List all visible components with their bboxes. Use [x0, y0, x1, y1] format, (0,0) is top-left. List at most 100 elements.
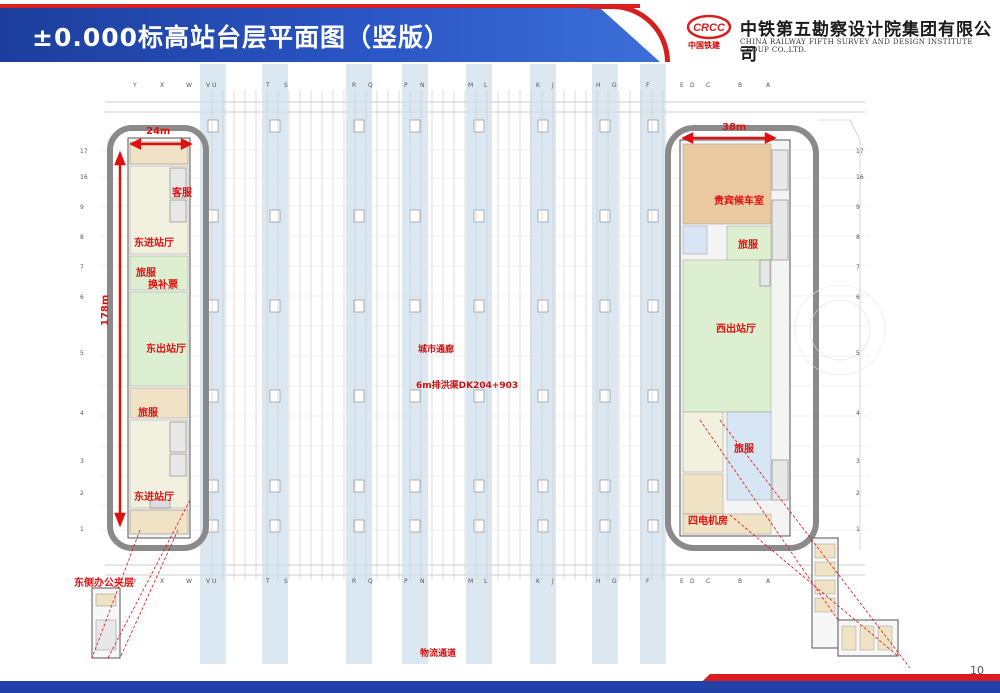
platform-stair [269, 389, 281, 403]
platform-strip [640, 64, 666, 664]
axis-label-side: 3 [80, 458, 84, 465]
axis-label-top: D [690, 578, 695, 585]
axis-label-side: 3 [856, 458, 860, 465]
city-corridor-label: 城市通廊 [418, 345, 455, 355]
platform-stair [473, 119, 485, 133]
axis-label-top: W [186, 578, 192, 585]
company-name-cn: 中铁第五勘察设计院集团有限公司 [740, 20, 992, 65]
axis-label-top: L [484, 578, 488, 585]
dimension-arrows [114, 131, 777, 528]
platform-stair [647, 209, 659, 223]
axis-label-side: 9 [80, 204, 84, 211]
axis-label-top: X [160, 578, 165, 585]
platform-strip [346, 64, 372, 664]
east-office-mezzanine-label: 东侧办公夹层 [74, 578, 134, 589]
axis-label-top: E [680, 578, 684, 585]
east-travel-service-2-label: 旅服 [138, 408, 158, 419]
company-name-en: CHINA RAILWAY FIFTH SURVEY AND DESIGN IN… [740, 38, 973, 54]
platform-stair [537, 119, 549, 133]
axis-label-side: 5 [856, 350, 860, 357]
axis-label-side: 16 [80, 174, 88, 181]
platform-stair [269, 479, 281, 493]
axis-label-top: D [690, 82, 695, 89]
east-office-annex [91, 587, 121, 659]
platform-stair [207, 299, 219, 313]
axis-label-top: R [352, 82, 357, 89]
axis-label-top: T [266, 82, 270, 89]
east-entry-hall-north-label: 东进站厅 [134, 238, 174, 249]
platform-stair [599, 119, 611, 133]
axis-label-top: Y [133, 578, 137, 585]
west-equipment-room-label: 四电机房 [688, 516, 728, 527]
axis-label-top: B [738, 578, 743, 585]
platform-stair [409, 479, 421, 493]
axis-label-side: 1 [80, 526, 84, 533]
axis-label-top: J [552, 578, 554, 585]
axis-label-side: 17 [856, 148, 864, 155]
axis-label-top: G [612, 578, 617, 585]
axis-label-top: Q [368, 578, 373, 585]
axis-label-top: N [420, 578, 425, 585]
axis-label-top: H [596, 578, 601, 585]
platform-stair [409, 299, 421, 313]
page-title: ±0.000标高站台层平面图（竖版） [32, 23, 451, 52]
east-ticket-transfer-label: 换补票 [148, 280, 178, 291]
west-exit-hall-label: 西出站厅 [716, 324, 756, 335]
length-label: 178m [100, 294, 111, 326]
axis-label-side: 8 [856, 234, 860, 241]
axis-label-top: F [646, 82, 650, 89]
platform-stair [473, 299, 485, 313]
east-service-label: 客服 [172, 188, 192, 199]
platform-stair [269, 519, 281, 533]
axis-label-side: 4 [80, 410, 84, 417]
east-travel-service-1-label: 旅服 [136, 268, 156, 279]
floor-plan-svg [91, 64, 911, 669]
logo-text: CRCC [693, 22, 726, 34]
axis-label-top: A [766, 82, 771, 89]
east-entry-hall-south-label: 东进站厅 [134, 492, 174, 503]
platform-stair [353, 479, 365, 493]
axis-label-side: 7 [856, 264, 860, 271]
platform-stair [353, 299, 365, 313]
axis-label-top: V [206, 82, 211, 89]
platform-stair [409, 209, 421, 223]
west-travel-service-2-label: 旅服 [734, 444, 754, 455]
axis-label-top: S [284, 82, 288, 89]
platform-stair [537, 389, 549, 403]
drainage-channel-label: 6m排洪渠DK204+903 [416, 381, 519, 391]
platform-stair [269, 209, 281, 223]
platform-stair [647, 389, 659, 403]
axis-label-top: V [206, 578, 211, 585]
platform-stair [207, 479, 219, 493]
platform-stair [599, 209, 611, 223]
axis-label-top: W [186, 82, 192, 89]
platform-stair [537, 299, 549, 313]
platform-stair [207, 389, 219, 403]
axis-label-top: L [484, 82, 488, 89]
platform-stair [353, 119, 365, 133]
platform-strips [200, 64, 666, 664]
crcc-logo-icon: CRCC [686, 14, 732, 48]
axis-label-side: 17 [80, 148, 88, 155]
axis-label-top: A [766, 578, 771, 585]
header-banner: ±0.000标高站台层平面图（竖版） CRCC 中国铁建 中铁第五勘察设计院集团… [0, 0, 1000, 65]
platform-stair [537, 209, 549, 223]
platform-strip [402, 64, 428, 664]
east-exit-hall-label: 东出站厅 [146, 344, 186, 355]
axis-label-side: 2 [80, 490, 84, 497]
platform-stair [473, 479, 485, 493]
axis-label-side: 7 [80, 264, 84, 271]
axis-label-side: 9 [856, 204, 860, 211]
platform-stair [409, 119, 421, 133]
platform-stair [537, 519, 549, 533]
axis-label-side: 4 [856, 410, 860, 417]
footer-blue-band [0, 681, 1000, 693]
platform-stair [409, 389, 421, 403]
platform-stair [473, 209, 485, 223]
platform-strip [530, 64, 556, 664]
callout-dashed-lines [91, 419, 911, 669]
axis-label-side: 6 [80, 294, 84, 301]
west-width-label: 38m [722, 122, 747, 133]
axis-label-side: 8 [80, 234, 84, 241]
